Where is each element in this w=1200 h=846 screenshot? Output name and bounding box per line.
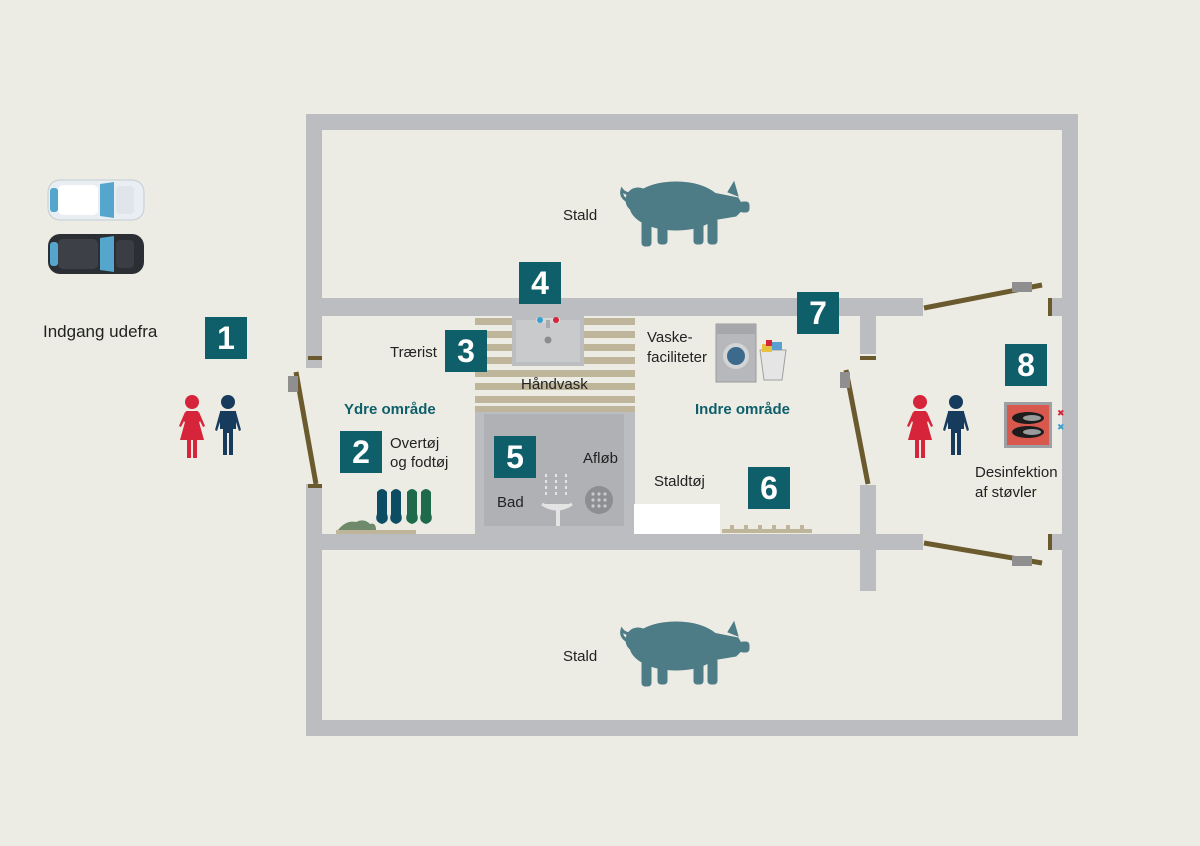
clothes-label-line1: Overtøj <box>390 435 440 452</box>
inner-area-label: Indre område <box>695 401 791 418</box>
pig-icon <box>620 620 751 688</box>
stable-clothes-label: Staldtøj <box>654 473 705 490</box>
marker-1: 1 <box>205 317 247 359</box>
marker-2: 2 <box>340 431 382 473</box>
man-icon <box>943 395 969 455</box>
woman-icon <box>907 395 933 458</box>
car-icon <box>48 234 144 274</box>
marker-8: 8 <box>1005 344 1047 386</box>
shower-icon <box>541 474 573 526</box>
drain-icon <box>585 486 613 514</box>
hand-sink <box>512 316 584 366</box>
entrance-label: Indgang udefra <box>43 322 158 341</box>
faucet-icon <box>536 317 560 328</box>
door-hinges <box>288 282 1032 566</box>
marker-4: 4 <box>519 262 561 304</box>
grate-label: Trærist <box>390 344 437 361</box>
laundry-label-line1: Vaske- <box>647 329 693 346</box>
boots-icon <box>336 489 432 534</box>
clothes-bench <box>634 504 720 534</box>
disinfect-label-line2: af støvler <box>975 484 1037 501</box>
laundry-basket-icon <box>759 340 787 381</box>
drain-label: Afløb <box>583 450 619 467</box>
laundry-label-line2: faciliteter <box>647 349 708 366</box>
svg-text:✖: ✖ <box>1057 409 1065 419</box>
car-icon <box>47 179 145 221</box>
pig-icon <box>620 180 751 248</box>
svg-text:✖: ✖ <box>1057 423 1065 433</box>
stable-top-label: Stald <box>563 207 598 224</box>
disinfect-label-line1: Desinfektion <box>975 464 1058 481</box>
marker-6: 6 <box>748 467 790 509</box>
marker-7: 7 <box>797 292 839 334</box>
disinfection-mat-icon: ✖ ✖ <box>1004 402 1065 448</box>
shoe-rack <box>722 525 812 533</box>
washing-machine-icon <box>715 323 757 383</box>
outer-area-label: Ydre område <box>344 401 436 418</box>
man-icon <box>215 395 241 455</box>
marker-3: 3 <box>445 330 487 372</box>
bath-label: Bad <box>497 494 524 511</box>
handwash-label: Håndvask <box>521 376 588 393</box>
woman-icon <box>179 395 205 458</box>
building-walls <box>306 114 1078 736</box>
stable-bottom-label: Stald <box>563 648 598 665</box>
clothes-label-line2: og fodtøj <box>390 454 449 471</box>
marker-5: 5 <box>494 436 536 478</box>
